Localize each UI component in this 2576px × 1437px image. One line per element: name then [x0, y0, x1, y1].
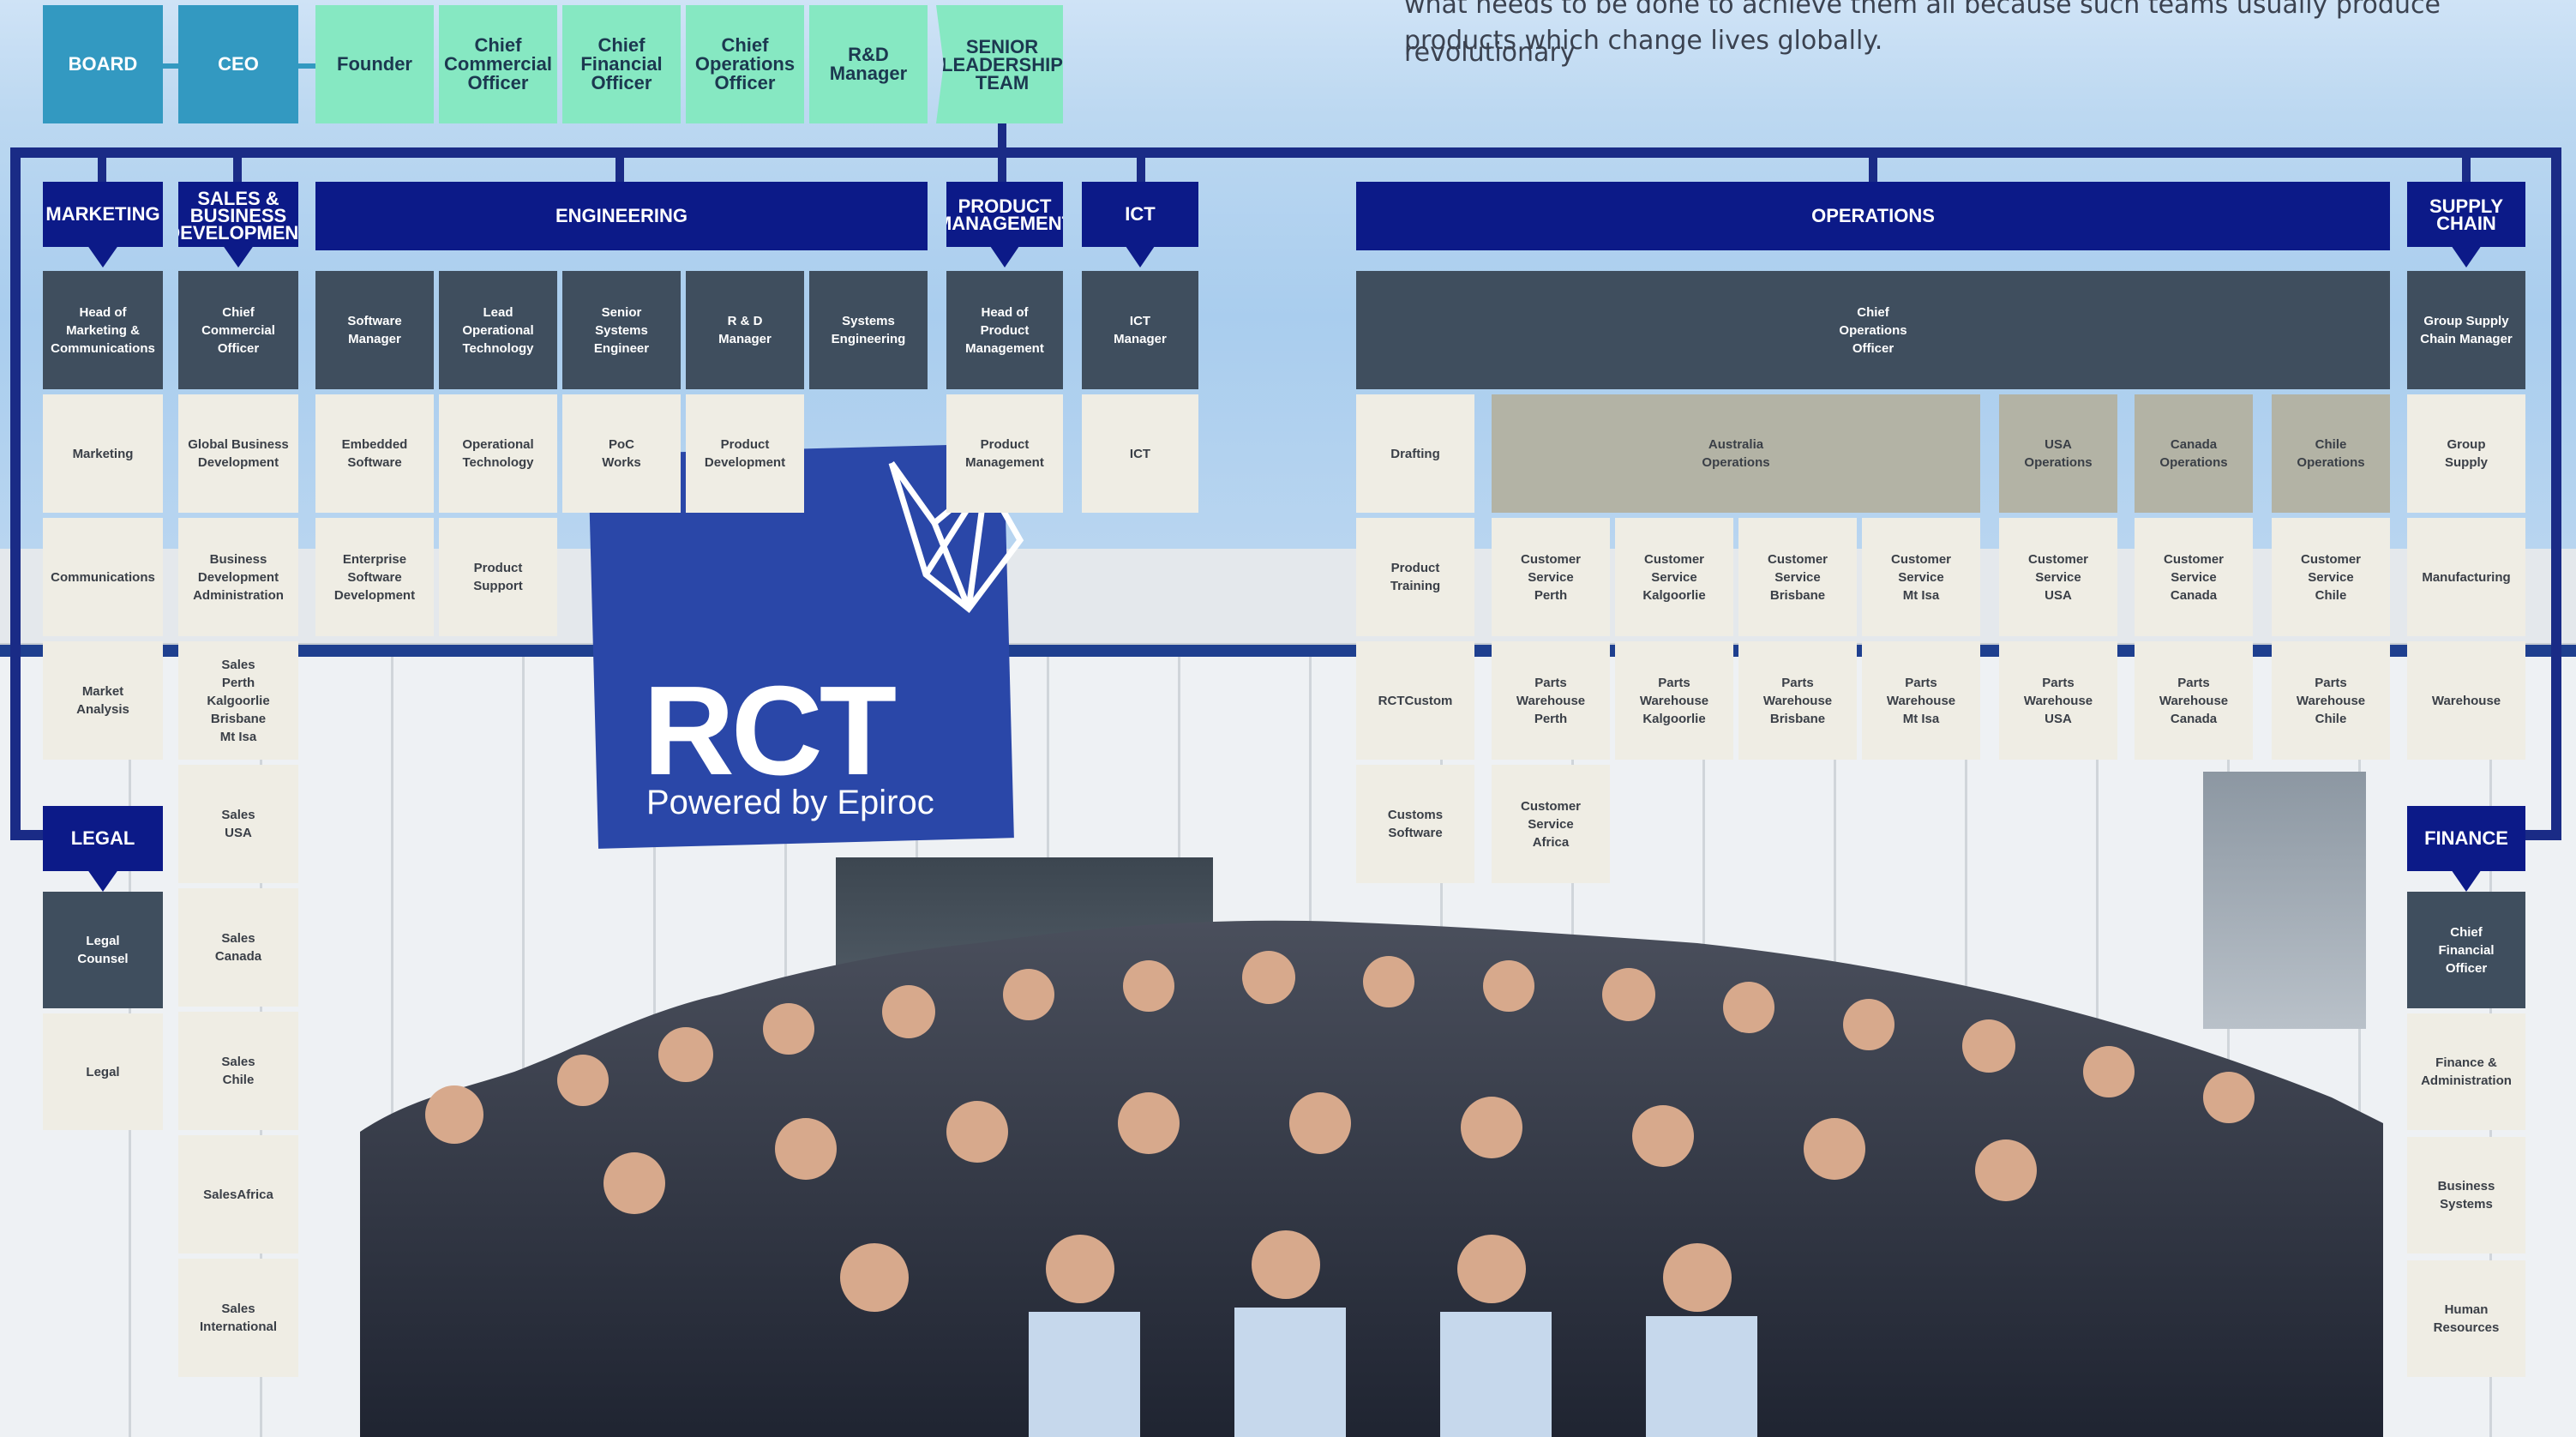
head-chief-operations-officer: Chief Operations Officer — [1356, 271, 2390, 389]
connector — [615, 154, 624, 185]
team-cell: Customer Service Brisbane — [1738, 518, 1857, 636]
dept-engineering: ENGINEERING — [315, 182, 928, 250]
team-cell: Product Support — [439, 518, 557, 636]
connector — [1137, 154, 1145, 185]
connector — [998, 154, 1006, 185]
team-cell: Group Supply — [2407, 394, 2525, 513]
head-product-management: Head of Product Management — [946, 271, 1063, 389]
team-cell: Customer Service Mt Isa — [1862, 518, 1980, 636]
team-cell: Sales International — [178, 1259, 298, 1377]
chief-commercial-officer-box: Chief Commercial Officer — [439, 5, 557, 123]
region-canada: Canada Operations — [2135, 394, 2253, 513]
chief-financial-officer-box: Chief Financial Officer — [562, 5, 681, 123]
team-cell: Sales USA — [178, 765, 298, 883]
connector — [233, 154, 242, 185]
connector — [10, 147, 21, 840]
rct-sign-subtitle: Powered by Epiroc — [646, 784, 934, 821]
team-cell: Parts Warehouse Mt Isa — [1862, 641, 1980, 760]
connector — [2551, 147, 2561, 840]
connector — [98, 154, 106, 185]
head-software-manager: Software Manager — [315, 271, 434, 389]
team-cell: Sales Chile — [178, 1012, 298, 1130]
connector — [159, 63, 180, 69]
team-cell: Product Development — [686, 394, 804, 513]
ceo-box: CEO — [178, 5, 298, 123]
region-australia: Australia Operations — [1492, 394, 1980, 513]
region-chile: Chile Operations — [2272, 394, 2390, 513]
team-cell: Legal — [43, 1013, 163, 1130]
board-box: BOARD — [43, 5, 163, 123]
team-cell: Parts Warehouse USA — [1999, 641, 2117, 760]
dept-product-management: PRODUCT MANAGEMENT — [946, 182, 1063, 268]
senior-leadership-team-box: SENIOR LEADERSHIP TEAM — [936, 5, 1063, 123]
team-cell: Business Development Administration — [178, 518, 298, 636]
team-cell: Customer Service Chile — [2272, 518, 2390, 636]
head-ict-manager: ICT Manager — [1082, 271, 1198, 389]
head-marketing-communications: Head of Marketing & Communications — [43, 271, 163, 389]
team-cell: Drafting — [1356, 394, 1474, 513]
team-cell: SalesAfrica — [178, 1135, 298, 1254]
team-cell: Parts Warehouse Kalgoorlie — [1615, 641, 1733, 760]
team-cell: Customs Software — [1356, 765, 1474, 883]
head-senior-systems-engineer: Senior Systems Engineer — [562, 271, 681, 389]
team-cell: Embedded Software — [315, 394, 434, 513]
head-chief-commercial-officer: Chief Commercial Officer — [178, 271, 298, 389]
region-usa: USA Operations — [1999, 394, 2117, 513]
team-cell: Finance & Administration — [2407, 1013, 2525, 1130]
team-cell: Marketing — [43, 394, 163, 513]
team-cell: Market Analysis — [43, 641, 163, 760]
team-cell: Customer Service Africa — [1492, 765, 1610, 883]
connector — [2462, 154, 2471, 185]
team-cell: Parts Warehouse Perth — [1492, 641, 1610, 760]
team-cell: PoC Works — [562, 394, 681, 513]
team-cell: Customer Service Canada — [2135, 518, 2253, 636]
team-cell: Product Management — [946, 394, 1063, 513]
right-entrance — [2203, 772, 2366, 1029]
team-cell: ICT — [1082, 394, 1198, 513]
head-chief-financial-officer: Chief Financial Officer — [2407, 892, 2525, 1008]
dept-sales-business-development: SALES & BUSINESS DEVELOPMENT — [178, 182, 298, 268]
team-cell: Parts Warehouse Chile — [2272, 641, 2390, 760]
team-cell: Sales Perth Kalgoorlie Brisbane Mt Isa — [178, 641, 298, 760]
team-cell: Parts Warehouse Brisbane — [1738, 641, 1857, 760]
chief-operations-officer-box: Chief Operations Officer — [686, 5, 804, 123]
dept-supply-chain: SUPPLY CHAIN — [2407, 182, 2525, 268]
team-cell: Business Systems — [2407, 1137, 2525, 1254]
team-cell: Customer Service Perth — [1492, 518, 1610, 636]
head-systems-engineering: Systems Engineering — [809, 271, 928, 389]
team-cell: Enterprise Software Development — [315, 518, 434, 636]
team-cell: Manufacturing — [2407, 518, 2525, 636]
dept-operations: OPERATIONS — [1356, 182, 2390, 250]
head-legal-counsel: Legal Counsel — [43, 892, 163, 1008]
connector — [998, 120, 1006, 154]
team-cell: Communications — [43, 518, 163, 636]
team-cell: Customer Service Kalgoorlie — [1615, 518, 1733, 636]
team-cell: Warehouse — [2407, 641, 2525, 760]
rd-manager-box: R&D Manager — [809, 5, 928, 123]
intro-line-2: products which change lives globally. — [1404, 26, 1883, 56]
head-lead-operational-technology: Lead Operational Technology — [439, 271, 557, 389]
intro-line-1: what needs to be done to achieve them al… — [1404, 0, 2441, 68]
head-group-supply-chain-manager: Group Supply Chain Manager — [2407, 271, 2525, 389]
head-rd-manager: R & D Manager — [686, 271, 804, 389]
founder-box: Founder — [315, 5, 434, 123]
rct-sign-wordmark: RCT — [643, 660, 897, 802]
team-cell: Sales Canada — [178, 888, 298, 1007]
team-cell: RCTCustom — [1356, 641, 1474, 760]
team-cell: Global Business Development — [178, 394, 298, 513]
team-cell: Product Training — [1356, 518, 1474, 636]
team-cell: Operational Technology — [439, 394, 557, 513]
connector — [10, 147, 2561, 158]
connector — [297, 63, 317, 69]
team-cell: Parts Warehouse Canada — [2135, 641, 2253, 760]
team-cell: Human Resources — [2407, 1260, 2525, 1377]
team-photo-crowd — [360, 920, 2383, 1437]
connector — [1869, 154, 1877, 185]
team-cell: Customer Service USA — [1999, 518, 2117, 636]
